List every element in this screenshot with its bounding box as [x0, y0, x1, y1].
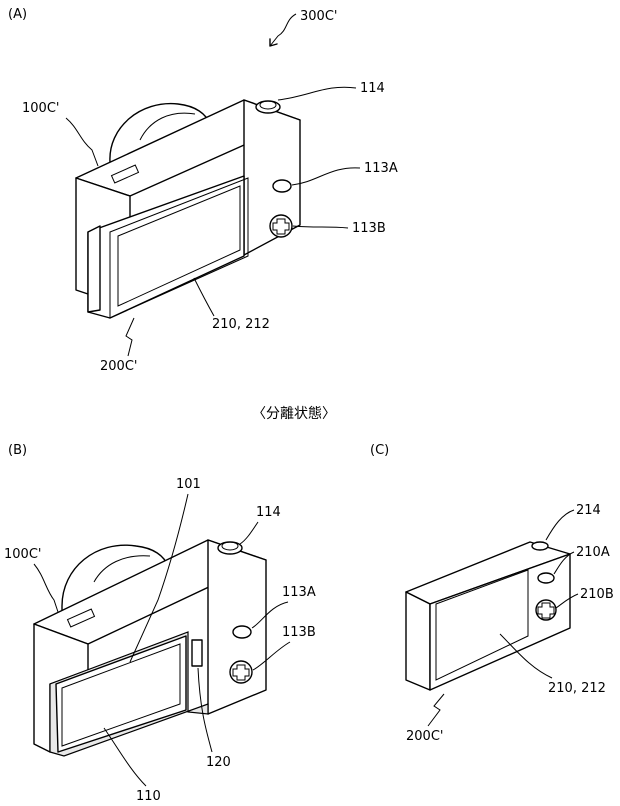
- panel-a: (A) 300C' 100C': [8, 7, 398, 374]
- ref-210a-c: 210A: [576, 545, 610, 560]
- dpad-113b: [269, 214, 293, 238]
- leader-113a-b: [251, 601, 289, 629]
- assembly-leader: [269, 13, 297, 47]
- leader-214-c: [545, 509, 575, 541]
- ref-200c-c: 200C': [406, 729, 443, 744]
- leader-101-b: [129, 493, 189, 663]
- shutter-button-a: [255, 100, 281, 114]
- assembly-arrowhead: [269, 38, 278, 47]
- display-module-a: [87, 175, 249, 319]
- ref-113a-b: 113A: [282, 585, 316, 600]
- ref-100c-a: 100C': [22, 101, 59, 116]
- ref-113b-a: 113B: [352, 221, 386, 236]
- separated-state-caption: 〈分離状態〉: [252, 405, 336, 422]
- leader-210-212-a: [193, 277, 215, 317]
- leader-210a-c: [553, 551, 575, 575]
- ref-113a-a: 113A: [364, 161, 398, 176]
- display-module-c: [405, 541, 571, 691]
- leader-113b-b: [252, 641, 291, 671]
- leader-110-b: [103, 727, 147, 787]
- leader-210-212-c: [499, 633, 553, 679]
- panel-b: (B) 101 100C' 114 113A 11: [4, 443, 316, 804]
- button-210a: [537, 572, 555, 584]
- flash-window: [110, 164, 140, 184]
- dpad-210b: [535, 599, 557, 621]
- leader-113a-a: [291, 167, 361, 186]
- ref-200c-a: 200C': [100, 359, 137, 374]
- ref-101-b: 101: [176, 477, 201, 492]
- module-front-c: [429, 553, 571, 691]
- ref-114-b: 114: [256, 505, 281, 520]
- camera-body-b: [33, 539, 267, 757]
- ref-100c-b: 100C': [4, 547, 41, 562]
- leader-120-b: [197, 667, 213, 753]
- ref-120-b: 120: [206, 755, 231, 770]
- button-113a-b: [232, 625, 252, 639]
- shutter-button-b: [217, 541, 243, 555]
- module-left-edge-c: [405, 591, 431, 691]
- connector-120: [191, 639, 203, 667]
- panel-b-label: (B): [8, 443, 27, 458]
- leader-113b-a: [292, 225, 349, 229]
- ref-113b-b: 113B: [282, 625, 316, 640]
- dpad-113b-b: [229, 660, 253, 684]
- camera-screen-110: [55, 635, 187, 753]
- assembly-ref-300c: 300C': [300, 9, 337, 24]
- button-113a: [272, 179, 292, 193]
- panel-c-label: (C): [370, 443, 389, 458]
- leader-114-a: [277, 86, 357, 101]
- flash-window-b: [66, 608, 96, 628]
- ref-210-212-a: 210, 212: [212, 317, 270, 332]
- leader-210b-c: [555, 593, 579, 609]
- leader-200c-a: [125, 317, 135, 357]
- shutter-button-214: [531, 541, 549, 551]
- ref-210-212-c: 210, 212: [548, 681, 606, 696]
- ref-110-b: 110: [136, 789, 161, 804]
- leader-100c-b: [33, 563, 59, 613]
- display-screen-a: [117, 185, 241, 307]
- module-edge: [87, 225, 101, 313]
- ref-114-a: 114: [360, 81, 385, 96]
- leader-114-b: [239, 521, 259, 545]
- display-screen-c: [435, 569, 529, 681]
- leader-100c-a: [65, 117, 99, 167]
- ref-210b-c: 210B: [580, 587, 614, 602]
- leader-200c-c: [427, 693, 445, 727]
- panel-c: (C) 214 210A 210B 210, 212 200C': [370, 443, 614, 744]
- panel-a-label: (A): [8, 7, 27, 22]
- ref-214-c: 214: [576, 503, 601, 518]
